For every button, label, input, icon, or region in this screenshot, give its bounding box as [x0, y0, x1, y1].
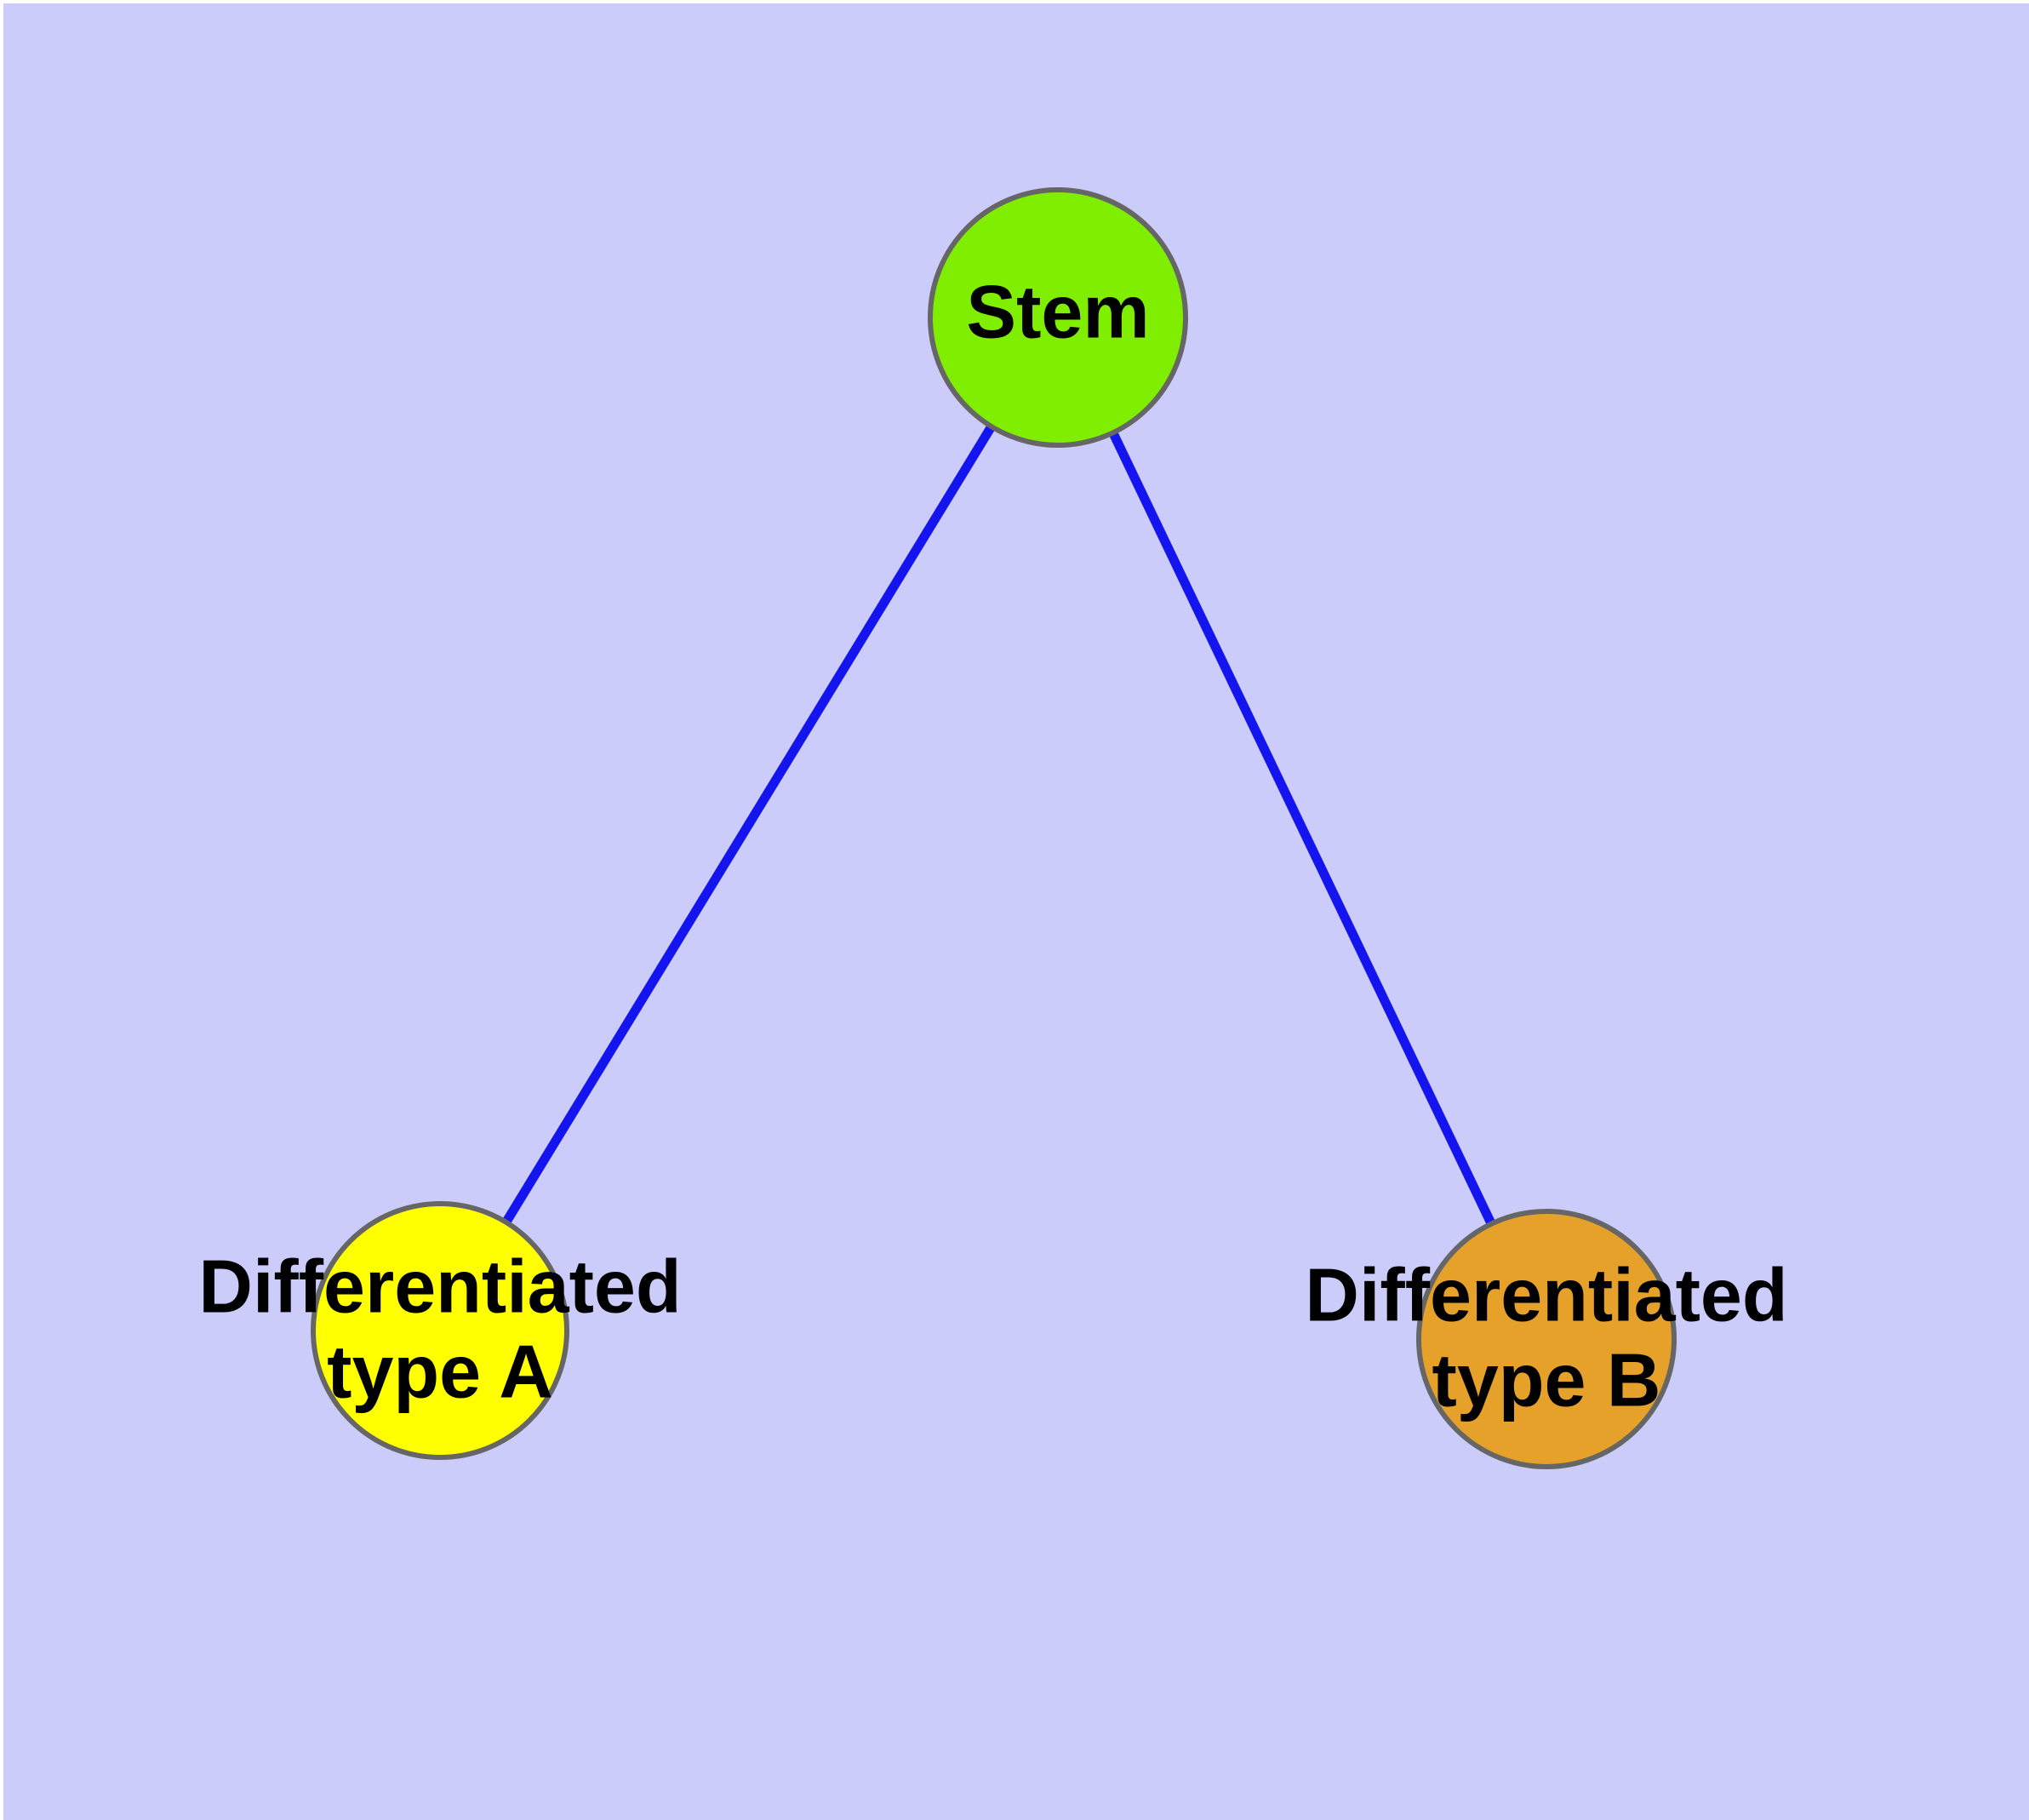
- node-differentiated-type-b-label-line1: Differentiated: [1305, 1252, 1787, 1336]
- node-stem[interactable]: [928, 187, 1188, 448]
- node-layer: [311, 187, 1677, 1469]
- edge-layer: [436, 315, 1551, 1342]
- edge-stem-to-differentiated-type-a[interactable]: [436, 315, 1062, 1333]
- node-differentiated-type-a-label-line1: Differentiated: [198, 1244, 681, 1328]
- node-differentiated-type-b-circle[interactable]: [1416, 1209, 1677, 1469]
- node-differentiated-type-b-label-line2: type B: [1432, 1337, 1661, 1422]
- node-differentiated-type-a-circle[interactable]: [311, 1201, 569, 1460]
- node-differentiated-type-b[interactable]: [1416, 1209, 1677, 1469]
- node-differentiated-type-a-label-line2: type A: [327, 1329, 553, 1413]
- node-stem-label: Stem: [966, 269, 1149, 353]
- label-layer: Stem Differentiated type A Differentiate…: [198, 269, 1787, 1422]
- edge-stem-to-differentiated-type-b[interactable]: [1054, 315, 1551, 1342]
- node-stem-circle[interactable]: [928, 187, 1188, 448]
- node-differentiated-type-a[interactable]: [311, 1201, 569, 1460]
